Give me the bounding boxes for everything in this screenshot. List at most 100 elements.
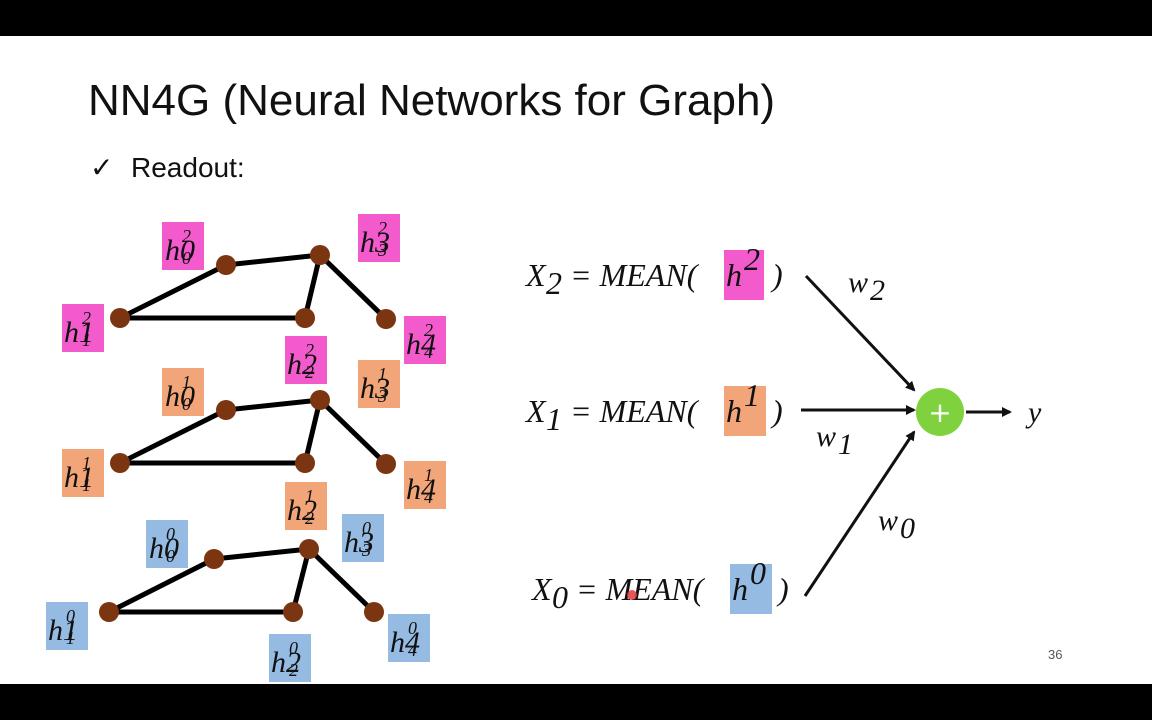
top-letterbox [0,0,1152,36]
label-h0-1: h0 1 0 [162,368,204,416]
label-h3-2: h3 2 3 [358,214,400,262]
pointer-dot [627,590,637,600]
node [110,453,130,473]
label-h0-0: h0 0 0 [146,520,188,568]
edge [302,399,323,464]
svg-text:1: 1 [82,453,91,473]
label-h1-2: h1 2 1 [62,304,104,352]
node [376,454,396,474]
node [295,308,315,328]
weight-w2: w 2 [848,266,885,307]
node [99,602,119,622]
plus-icon: + [928,396,951,429]
svg-text:1: 1 [546,401,562,437]
svg-text:h: h [726,257,742,293]
slide-title: NN4G (Neural Networks for Graph) [88,76,776,125]
svg-text:0: 0 [166,546,175,566]
node [310,390,330,410]
svg-text:3: 3 [377,386,387,406]
svg-text:1: 1 [66,628,75,648]
svg-text:1: 1 [378,364,387,384]
label-h4-2: h4 2 4 [404,316,446,364]
svg-text:2: 2 [424,320,433,340]
svg-text:2: 2 [289,660,298,680]
svg-text:w: w [848,266,868,299]
label-h0-2: h0 2 0 [162,222,204,270]
label-h2-2: h2 2 2 [285,336,327,384]
label-h4-1: h4 1 4 [404,461,446,509]
edge [290,548,312,613]
svg-text:0: 0 [182,248,191,268]
svg-text:h3: h3 [360,372,390,405]
svg-text:1: 1 [82,330,91,350]
graph-layer-2: h0 2 0 h1 2 1 h2 2 2 h3 2 3 [62,214,446,384]
svg-text:h4: h4 [390,626,420,659]
svg-text:): ) [770,393,783,429]
equation-x2: X 2 = MEAN( h 2 ) [524,241,783,301]
node [110,308,130,328]
weight-w1: w 1 [816,420,853,461]
svg-text:1: 1 [838,428,853,461]
svg-text:h: h [732,571,748,607]
svg-text:2: 2 [305,508,314,528]
label-h4-0: h4 0 4 [388,614,430,662]
svg-text:2: 2 [744,241,760,277]
svg-text:1: 1 [82,475,91,495]
svg-text:h3: h3 [344,526,374,559]
svg-text:w: w [816,420,836,453]
svg-text:h2: h2 [287,348,317,381]
svg-text:): ) [776,571,789,607]
svg-text:X: X [524,257,547,293]
node [216,400,236,420]
bottom-letterbox [0,684,1152,720]
arrow-x2 [804,274,916,392]
svg-text:2: 2 [546,265,562,301]
label-h2-0: h2 0 2 [269,634,311,682]
label-h1-1: h1 1 1 [62,449,104,497]
page-number: 36 [1048,647,1063,662]
sum-node [916,388,964,436]
svg-text:2: 2 [305,340,314,360]
label-h3-0: h3 0 3 [342,514,384,562]
bullet-text: Readout: [131,152,245,183]
svg-text:1: 1 [182,372,191,392]
svg-text:): ) [770,257,783,293]
weight-w0: w 0 [878,504,915,545]
svg-text:h2: h2 [271,646,301,679]
svg-text:h4: h4 [406,328,436,361]
svg-text:2: 2 [870,274,885,307]
svg-text:w: w [878,504,898,537]
svg-text:h0: h0 [165,380,195,413]
svg-text:h1: h1 [64,316,94,349]
checkmark-icon: ✓ [90,151,114,184]
edge [318,398,388,466]
svg-text:h: h [726,393,742,429]
node [364,602,384,622]
node [204,549,224,569]
equation-x0: X 0 = MEAN( h 0 ) [530,555,789,615]
graph-layer-0: h0 0 0 h1 0 1 h2 0 2 h3 0 3 [46,514,430,682]
svg-text:4: 4 [424,342,433,362]
equation-x1: X 1 = MEAN( h 1 ) [524,377,783,437]
label-h3-1: h3 1 3 [358,360,400,408]
svg-text:h4: h4 [406,473,436,506]
svg-text:2: 2 [82,308,91,328]
svg-text:0: 0 [900,512,915,545]
svg-text:X: X [530,571,553,607]
svg-text:0: 0 [362,518,371,538]
svg-text:2: 2 [182,226,191,246]
svg-text:h0: h0 [149,532,179,565]
svg-text:h0: h0 [165,234,195,267]
edge [107,556,216,615]
svg-text:h2: h2 [287,494,317,527]
svg-text:1: 1 [305,486,314,506]
edge [307,547,376,614]
edge [118,407,228,466]
svg-text:0: 0 [552,579,568,615]
svg-text:4: 4 [408,640,417,660]
node [310,245,330,265]
edge [118,262,228,321]
label-h2-1: h2 1 2 [285,482,327,530]
node [283,602,303,622]
node [216,255,236,275]
